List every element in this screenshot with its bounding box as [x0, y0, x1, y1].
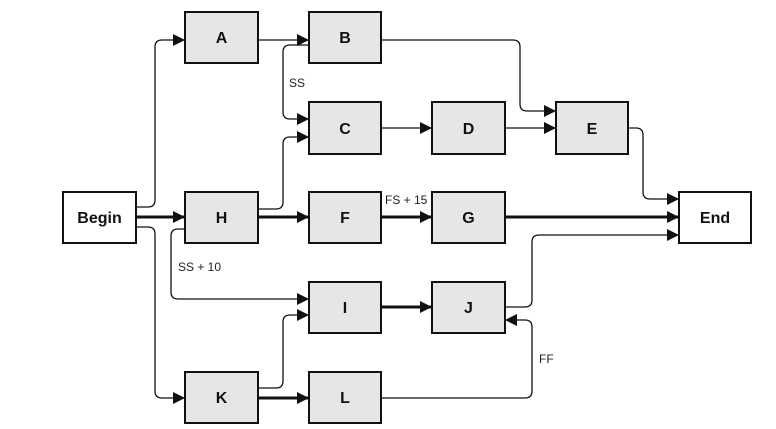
node-c: C: [308, 101, 382, 155]
node-i: I: [308, 281, 382, 334]
node-h: H: [184, 191, 259, 244]
node-a: A: [184, 11, 259, 64]
node-begin: Begin: [62, 191, 137, 244]
edge-j-end: [505, 229, 679, 308]
label-ff: FF: [539, 352, 554, 366]
edge-b-c: [282, 44, 309, 125]
node-k: K: [184, 371, 259, 424]
svg-text:K: K: [216, 390, 228, 407]
edge-e-end: [628, 127, 679, 205]
node-g: G: [431, 191, 506, 244]
node-e: E: [555, 101, 629, 155]
node-b: B: [308, 11, 382, 64]
svg-text:G: G: [462, 210, 474, 227]
label-ss-10: SS + 10: [178, 260, 221, 274]
svg-text:L: L: [340, 390, 350, 407]
nodes: Begin A B C D E H F: [62, 11, 752, 424]
node-j: J: [431, 281, 506, 334]
svg-text:A: A: [216, 30, 228, 47]
node-l: L: [308, 371, 382, 424]
edge-b-e: [381, 39, 556, 117]
label-ss: SS: [289, 76, 305, 90]
node-f: F: [308, 191, 382, 244]
label-fs-15: FS + 15: [385, 193, 428, 207]
edge-k-i: [258, 309, 309, 389]
svg-text:Begin: Begin: [77, 210, 121, 227]
edge-labels: SS FS + 15 SS + 10 FF: [178, 76, 554, 366]
svg-text:D: D: [463, 121, 475, 138]
svg-text:End: End: [700, 210, 730, 227]
svg-text:F: F: [340, 210, 350, 227]
svg-text:E: E: [587, 121, 598, 138]
edge-begin-a: [136, 34, 185, 208]
svg-text:B: B: [339, 30, 351, 47]
svg-text:I: I: [343, 300, 347, 317]
edges: [136, 34, 679, 404]
node-d: D: [431, 101, 506, 155]
edge-h-c: [258, 131, 309, 210]
edge-h-i: [170, 228, 309, 305]
edge-l-j: [381, 314, 533, 399]
svg-text:J: J: [464, 300, 473, 317]
svg-text:H: H: [216, 210, 228, 227]
edge-begin-k: [136, 226, 185, 404]
svg-text:C: C: [339, 121, 351, 138]
node-end: End: [678, 191, 752, 244]
